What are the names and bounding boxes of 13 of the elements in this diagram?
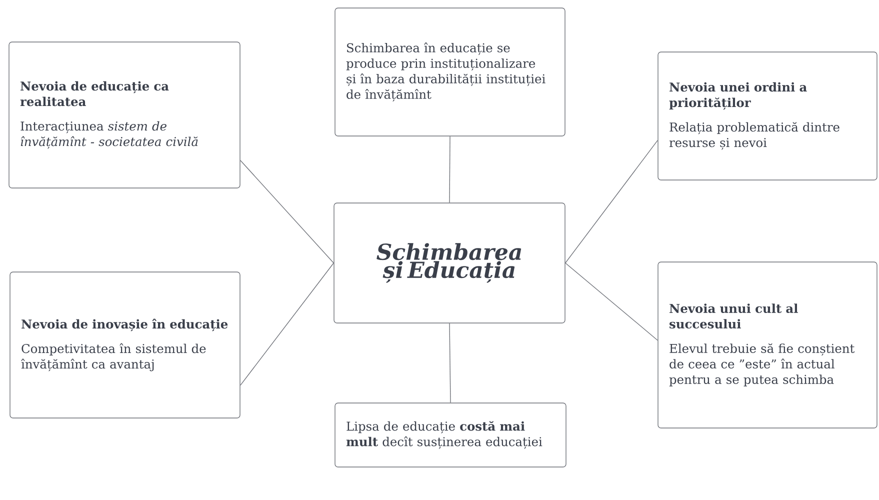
topic-box: Nevoia unui cult al succesului Elevul trebuie să fie conștient de ceea ce ”este” în actual pentru a se putea schimba — [658, 262, 878, 428]
topic-box: Schimbarea în educație se produce prin instituționalizare și în baza durabilității instituției de învățămînt — [334, 8, 566, 136]
central-topic-box: Schimbarea și Educația — [334, 202, 566, 324]
topic-box: Lipsa de educație costă mai mult decît susținerea educației — [334, 402, 566, 468]
connector-line — [240, 262, 334, 386]
topic-box: Nevoia de educație ca realitatea Interacțiunea sistem de învățămînt - societatea civilă — [8, 42, 240, 188]
connector-line — [449, 136, 450, 203]
topic-box: Nevoia de inovașie în educație Competivitatea în sistemul de învățămînt ca avantaj — [10, 272, 240, 418]
connector-line — [565, 140, 658, 264]
topic-box: Nevoia unei ordini a priorităților Relația problematică dintre resurse și nevoi — [658, 52, 878, 180]
connector-line — [565, 262, 658, 341]
connector-line — [449, 322, 451, 403]
connector-line — [240, 160, 334, 264]
